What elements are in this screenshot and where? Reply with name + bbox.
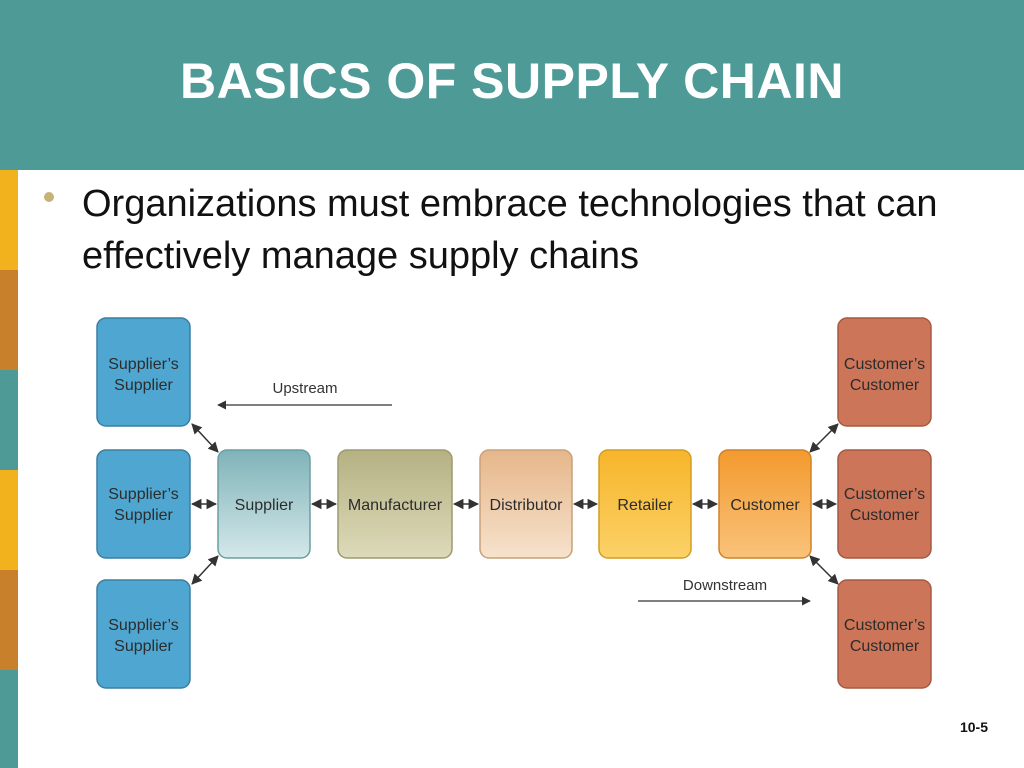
strip-segment <box>0 470 18 570</box>
svg-text:Manufacturer: Manufacturer <box>348 497 443 514</box>
svg-text:Supplier’s: Supplier’s <box>108 486 179 503</box>
side-color-strip <box>0 170 18 768</box>
customer-box: Customer <box>718 449 812 559</box>
svg-text:Customer’s: Customer’s <box>844 356 925 373</box>
bullet-text: Organizations must embrace technologies … <box>82 183 938 277</box>
customers-customer-box: Customer’s Customer <box>837 579 932 689</box>
suppliers-supplier-box: Supplier’s Supplier <box>96 449 191 559</box>
strip-segment <box>0 370 18 470</box>
bullet-icon <box>44 192 54 202</box>
downstream-label: Downstream <box>683 577 767 594</box>
svg-text:Supplier: Supplier <box>114 377 173 394</box>
strip-segment <box>0 570 18 670</box>
svg-text:Supplier’s: Supplier’s <box>108 617 179 634</box>
customers-customer-box: Customer’s Customer <box>837 449 932 559</box>
svg-text:Supplier: Supplier <box>114 507 173 524</box>
svg-text:Supplier’s: Supplier’s <box>108 356 179 373</box>
supplier-box: Supplier <box>217 449 311 559</box>
strip-segment <box>0 270 18 370</box>
svg-text:Customer: Customer <box>730 497 800 514</box>
strip-segment <box>0 670 18 768</box>
double-arrow <box>191 555 219 585</box>
svg-text:Customer’s: Customer’s <box>844 486 925 503</box>
distributor-box: Distributor <box>479 449 573 559</box>
svg-text:Customer: Customer <box>850 507 920 524</box>
svg-text:Supplier: Supplier <box>235 497 294 514</box>
double-arrow <box>191 423 219 453</box>
svg-text:Customer: Customer <box>850 377 920 394</box>
suppliers-supplier-box: Supplier’s Supplier <box>96 317 191 427</box>
svg-text:Customer: Customer <box>850 638 920 655</box>
double-arrow <box>809 423 839 453</box>
upstream-label: Upstream <box>272 380 337 397</box>
strip-segment <box>0 170 18 270</box>
slide-header: BASICS OF SUPPLY CHAIN <box>0 0 1024 170</box>
svg-text:Retailer: Retailer <box>617 497 673 514</box>
customers-customer-box: Customer’s Customer <box>837 317 932 427</box>
slide-title: BASICS OF SUPPLY CHAIN <box>180 53 844 109</box>
suppliers-supplier-box: Supplier’s Supplier <box>96 579 191 689</box>
svg-text:Customer’s: Customer’s <box>844 617 925 634</box>
retailer-box: Retailer <box>598 449 692 559</box>
page-number: 10-5 <box>959 719 988 735</box>
svg-text:Distributor: Distributor <box>490 497 564 514</box>
double-arrow <box>809 555 839 585</box>
svg-text:Supplier: Supplier <box>114 638 173 655</box>
manufacturer-box: Manufacturer <box>337 449 453 559</box>
